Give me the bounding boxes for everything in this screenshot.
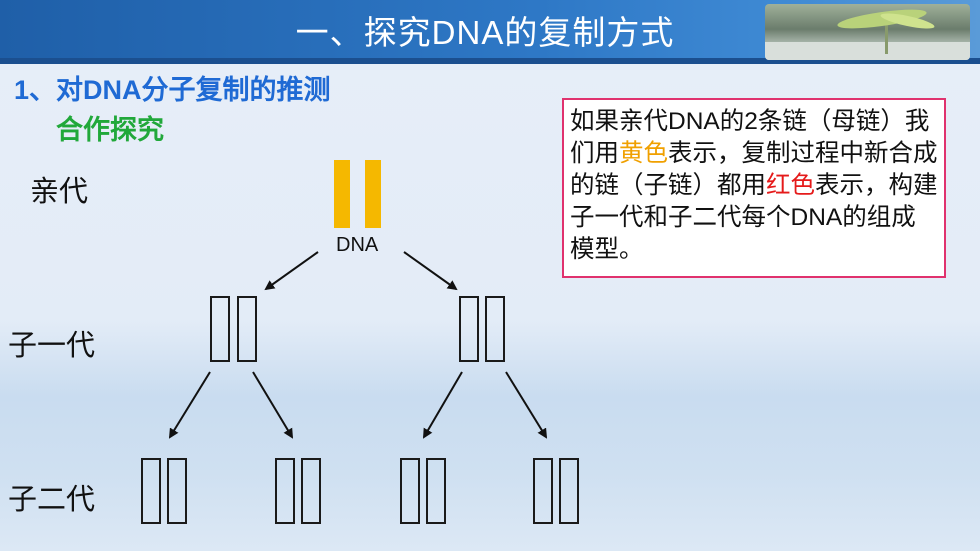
second-gen-d-strand-1[interactable] <box>533 458 553 524</box>
arrow-first-a-to-second-a <box>168 371 211 439</box>
banner-stripe <box>0 58 980 64</box>
second-gen-a-strand-2[interactable] <box>167 458 187 524</box>
first-gen-a-strand-1[interactable] <box>210 296 230 362</box>
second-gen-c-strand-1[interactable] <box>400 458 420 524</box>
second-gen-d-strand-2[interactable] <box>559 458 579 524</box>
first-gen-a-strand-2[interactable] <box>237 296 257 362</box>
second-gen-b-strand-1[interactable] <box>275 458 295 524</box>
parent-strand-left <box>334 160 350 228</box>
second-generation-label: 子二代 <box>8 484 96 516</box>
subsection-heading: 合作探究 <box>56 115 164 145</box>
section-heading: 1、对DNA分子复制的推测 <box>14 75 331 105</box>
first-gen-b-strand-1[interactable] <box>459 296 479 362</box>
second-gen-c-strand-2[interactable] <box>426 458 446 524</box>
arrow-parent-to-first-b <box>403 251 458 291</box>
slide-title: 一、探究DNA的复制方式 <box>295 14 675 51</box>
instruction-text-3: 表示，构建子一代和子二代每个DNA的组成模型。 <box>570 172 938 263</box>
instruction-box: 如果亲代DNA的2条链（母链）我们用黄色表示，复制过程中新合成的链（子链）都用红… <box>562 98 946 278</box>
instruction-text-2: 表示，复制过程中新合成的链（子链）都用 <box>570 140 938 199</box>
instruction-red-word: 红色 <box>766 172 815 199</box>
arrow-parent-to-first-a <box>264 251 319 291</box>
instruction-text-1: 如果亲代DNA的2条链（母链）我们用 <box>570 108 930 167</box>
second-gen-b-strand-2[interactable] <box>301 458 321 524</box>
first-generation-label: 子一代 <box>8 330 96 362</box>
first-gen-b-strand-2[interactable] <box>485 296 505 362</box>
parent-generation-label: 亲代 <box>30 176 89 208</box>
arrow-first-b-to-second-c <box>422 371 463 439</box>
arrow-first-a-to-second-b <box>252 371 294 439</box>
second-gen-a-strand-1[interactable] <box>141 458 161 524</box>
dna-label: DNA <box>336 234 379 256</box>
instruction-yellow-word: 黄色 <box>619 140 668 167</box>
arrow-first-b-to-second-d <box>505 371 548 439</box>
sprout-photo <box>765 4 970 60</box>
parent-strand-right <box>365 160 381 228</box>
